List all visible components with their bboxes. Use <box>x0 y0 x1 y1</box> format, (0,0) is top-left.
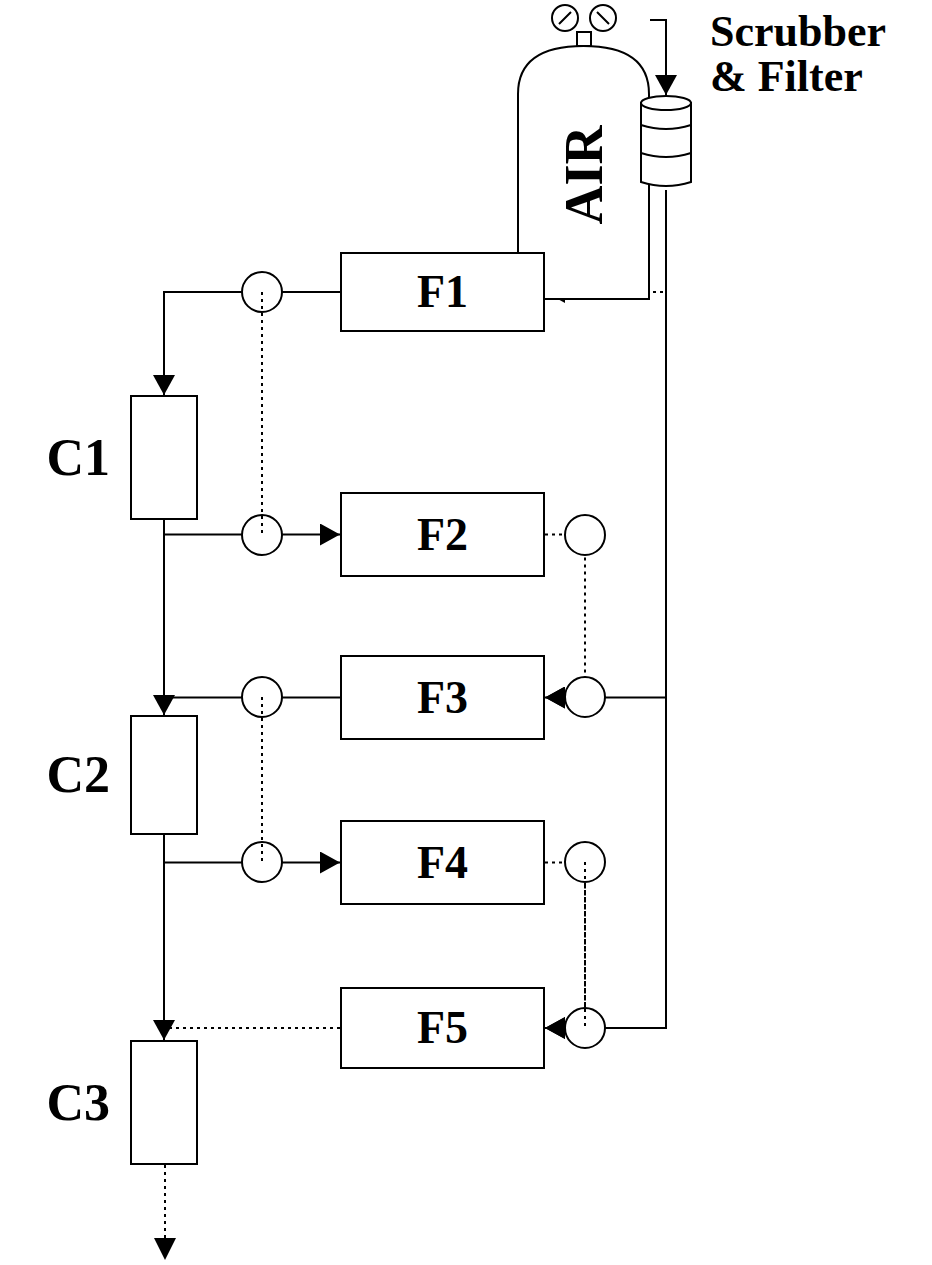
valve-symbol <box>565 515 605 555</box>
outlet-arrowhead <box>154 1238 176 1260</box>
node-label: AIR <box>557 125 611 224</box>
flow-line <box>650 20 666 95</box>
scrubber-outline <box>640 95 692 190</box>
flow-controller-box: F2 <box>340 492 545 577</box>
outlet-line <box>164 1165 166 1240</box>
node-label: Scrubber & Filter <box>710 10 925 100</box>
column-box: C2 <box>130 715 198 835</box>
valve-link <box>261 292 263 535</box>
valve-symbol <box>242 842 282 882</box>
valve-symbol <box>565 677 605 717</box>
node-label: C1 <box>46 432 110 484</box>
valve-symbol <box>242 515 282 555</box>
flow-line <box>163 835 165 1040</box>
flow-controller-box: F5 <box>340 987 545 1069</box>
flow-controller-box: F4 <box>340 820 545 905</box>
flow-line <box>163 520 165 715</box>
flow-controller-box: F1 <box>340 252 545 332</box>
scrubber-filter: Scrubber & Filter <box>640 95 692 190</box>
node-label: F1 <box>417 269 468 315</box>
flow-line <box>545 535 585 698</box>
flow-line <box>545 863 585 1029</box>
flow-line <box>545 190 666 1028</box>
flow-controller-box: F3 <box>340 655 545 740</box>
flow-line <box>164 1028 340 1040</box>
valve-link <box>584 862 586 1028</box>
valve-link <box>261 697 263 862</box>
node-label: F5 <box>417 1005 468 1051</box>
column-box: C3 <box>130 1040 198 1165</box>
node-label: F3 <box>417 675 468 721</box>
valve-symbol <box>565 1008 605 1048</box>
column-box: C1 <box>130 395 198 520</box>
node-label: F2 <box>417 512 468 558</box>
node-label: F4 <box>417 840 468 886</box>
node-label: C2 <box>46 749 110 801</box>
node-label: C3 <box>46 1077 110 1129</box>
